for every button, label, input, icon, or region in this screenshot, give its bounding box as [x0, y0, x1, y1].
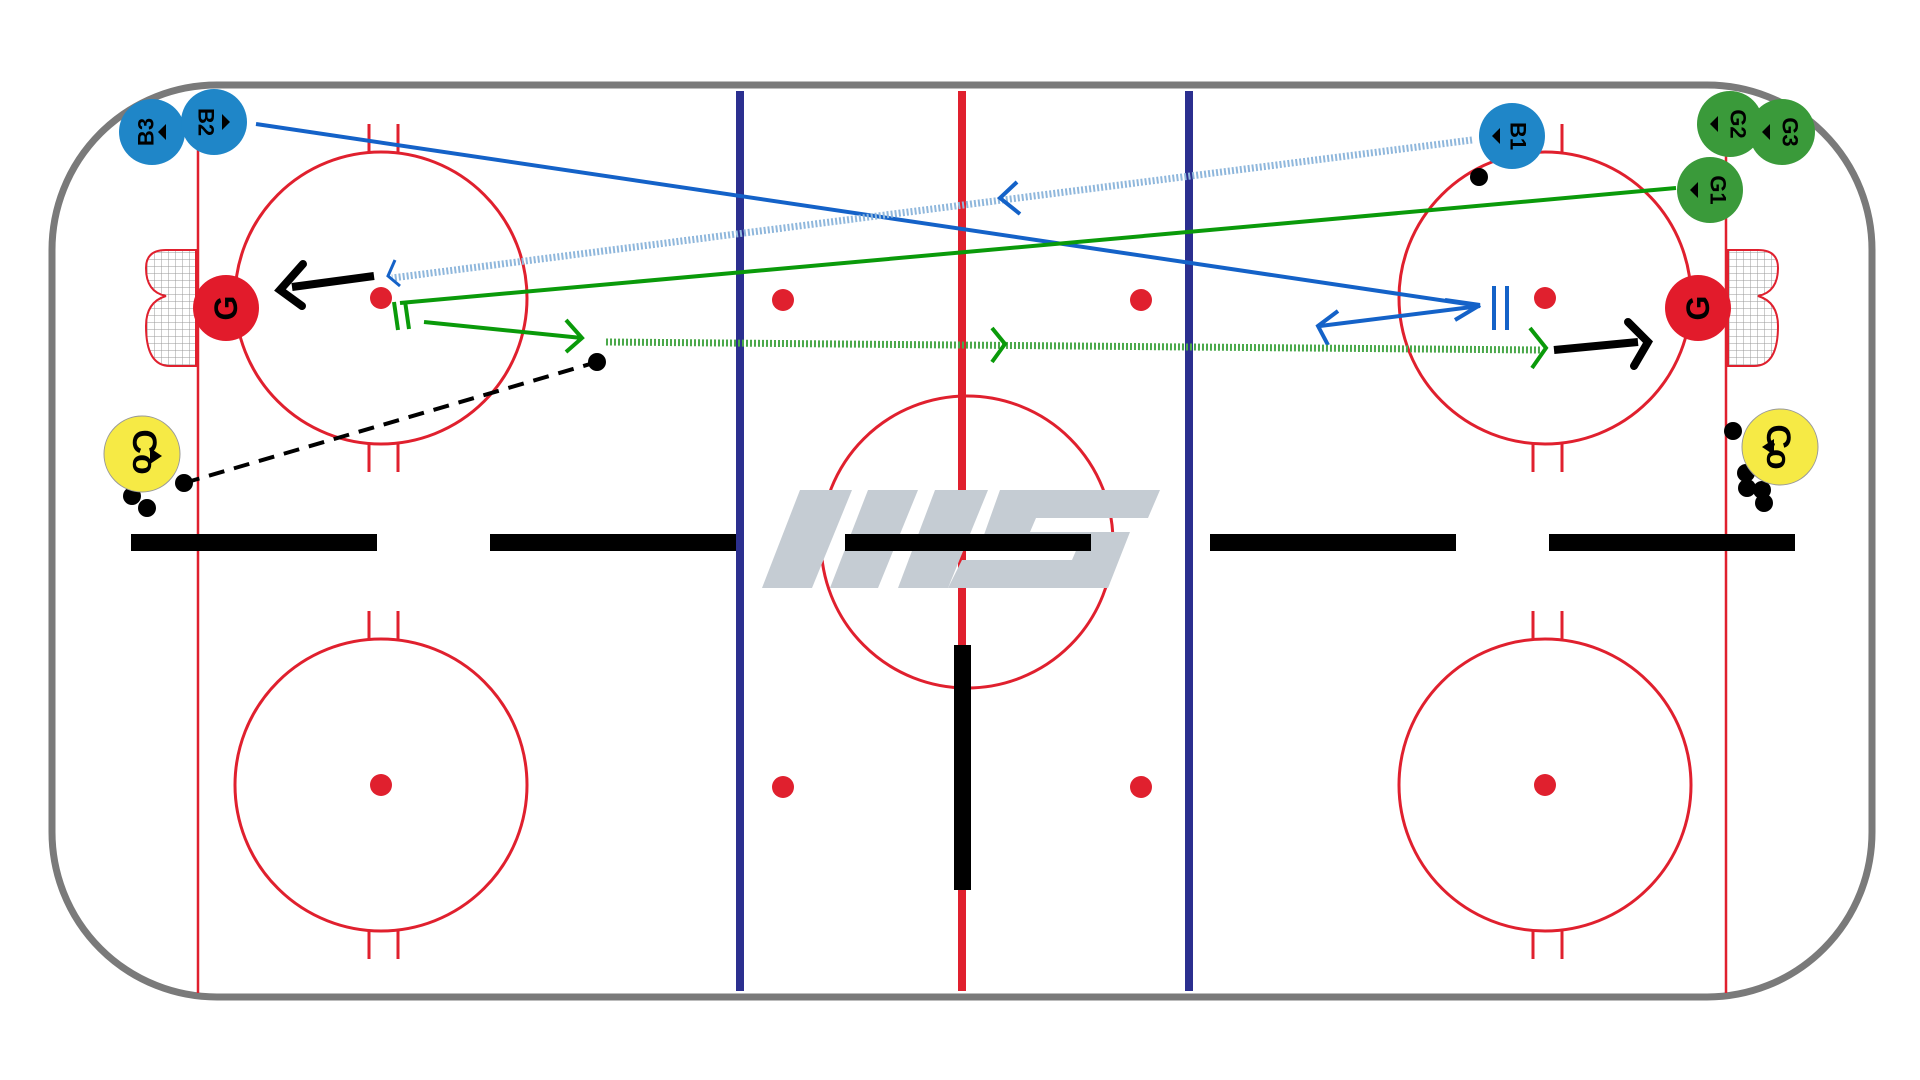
pass-line-g1: [399, 186, 1677, 305]
neutral-dot: [772, 776, 794, 798]
hockey-net-icon: [144, 249, 197, 367]
barrier-line: [1210, 534, 1456, 551]
coach-left[interactable]: Co: [103, 415, 181, 493]
barrier-line: [490, 534, 736, 551]
stop-mark: [403, 300, 411, 330]
puck-icon: [138, 499, 156, 517]
goalie-label: G: [1680, 296, 1716, 321]
player-label: G3: [1778, 117, 1803, 146]
neutral-dot: [772, 289, 794, 311]
arrow-chevron: [990, 326, 1008, 364]
pass-line-green-short: [423, 320, 583, 340]
skate-line-b1: [391, 136, 1473, 282]
barrier-line: [131, 534, 377, 551]
coach-pass-line: [183, 360, 598, 485]
shot-arrowhead-right: [1624, 318, 1654, 370]
faceoff-circle-bottom-left: [233, 611, 529, 959]
shot-arrowhead-left: [274, 260, 307, 310]
pass-line-return: [1319, 304, 1481, 328]
barrier-line: [954, 645, 971, 890]
player-G3[interactable]: G3: [1749, 99, 1815, 165]
puck-icon: [1724, 422, 1742, 440]
goalie-right[interactable]: G: [1665, 275, 1731, 341]
player-B1[interactable]: B1: [1479, 103, 1545, 169]
neutral-dot: [1130, 776, 1152, 798]
arrow-head: [1444, 298, 1482, 322]
coach-right[interactable]: Co: [1741, 408, 1819, 486]
player-label: G1: [1706, 175, 1731, 204]
goalie-label: G: [208, 296, 244, 321]
player-G2[interactable]: G2: [1697, 91, 1763, 157]
stop-mark: [392, 301, 400, 331]
arrow-chevron: [1528, 326, 1549, 370]
arrow-chevron: [564, 318, 585, 354]
puck-icon: [1755, 494, 1773, 512]
puck-icon: [175, 474, 193, 492]
hockey-net-icon: [1727, 249, 1780, 367]
player-G1[interactable]: G1: [1677, 157, 1743, 223]
player-label: B1: [1506, 122, 1531, 150]
player-B3[interactable]: B3: [119, 99, 185, 165]
shot-arrow-left: [291, 272, 375, 291]
barrier-line: [1549, 534, 1795, 551]
arrow-chevron: [996, 180, 1022, 216]
player-B2[interactable]: B2: [181, 89, 247, 155]
neutral-dot: [1130, 289, 1152, 311]
puck-icon: [1470, 168, 1488, 186]
coach-label: Co: [125, 429, 163, 474]
faceoff-circle-bottom-right: [1397, 611, 1693, 959]
player-label: B2: [194, 108, 219, 136]
arrow-chevron: [1315, 309, 1340, 346]
goalie-left[interactable]: G: [193, 275, 259, 341]
puck-icon: [588, 353, 606, 371]
player-label: B3: [134, 118, 159, 146]
player-label: G2: [1726, 109, 1751, 138]
shot-arrow-right: [1553, 338, 1639, 354]
barrier-line: [845, 534, 1091, 551]
puck-icon: [1738, 479, 1756, 497]
arrow-chevron: [386, 259, 401, 288]
